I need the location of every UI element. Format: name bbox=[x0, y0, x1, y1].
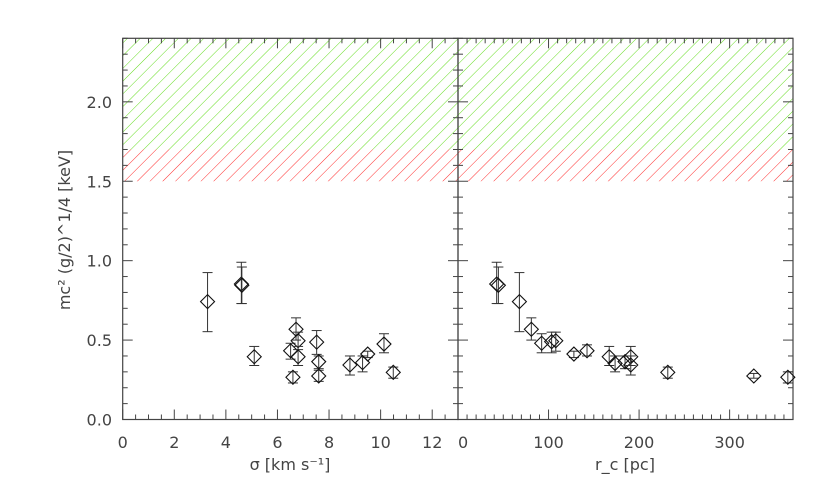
data-point bbox=[285, 369, 301, 386]
y-tick-label: 2.0 bbox=[87, 93, 112, 112]
hatched-band bbox=[458, 149, 793, 182]
diamond-marker bbox=[234, 277, 250, 294]
data-point bbox=[622, 355, 639, 376]
data-point bbox=[490, 266, 507, 305]
x-tick-label: 8 bbox=[324, 433, 334, 452]
diamond-marker bbox=[385, 364, 402, 381]
data-point bbox=[199, 272, 216, 333]
hatched-band bbox=[122, 38, 458, 150]
data-point bbox=[607, 355, 623, 373]
x-tick-label: 0 bbox=[458, 433, 468, 452]
data-point bbox=[523, 317, 540, 341]
data-point bbox=[359, 346, 376, 362]
x-axis-label-left: σ [km s⁻¹] bbox=[250, 455, 331, 474]
diamond-marker bbox=[359, 346, 376, 362]
diamond-marker bbox=[543, 333, 560, 350]
hatched-band bbox=[122, 149, 458, 182]
x-tick-label: 200 bbox=[624, 433, 655, 452]
data-point bbox=[246, 345, 263, 366]
x-tick-label: 10 bbox=[370, 433, 390, 452]
diamond-marker bbox=[290, 332, 306, 349]
diamond-marker bbox=[533, 335, 550, 352]
data-point bbox=[308, 330, 325, 355]
x-tick-label: 6 bbox=[272, 433, 282, 452]
diamond-marker bbox=[660, 364, 676, 381]
x-tick-label: 300 bbox=[714, 433, 745, 452]
data-point bbox=[290, 345, 306, 366]
data-point bbox=[310, 368, 327, 384]
diamond-marker bbox=[566, 346, 582, 362]
diamond-marker bbox=[310, 368, 327, 384]
data-point bbox=[488, 261, 505, 305]
panel-left: 0 2 4 6 8 10 12 0.0 0.5 1.0 1.5 2.0 bbox=[87, 37, 459, 452]
diamond-marker bbox=[288, 321, 304, 338]
diamond-marker bbox=[376, 336, 392, 352]
diamond-marker bbox=[354, 354, 371, 371]
diamond-marker bbox=[310, 353, 327, 370]
data-point bbox=[579, 342, 595, 359]
diamond-marker bbox=[607, 355, 623, 372]
diamond-marker bbox=[490, 277, 507, 294]
diamond-marker bbox=[511, 293, 528, 310]
diamond-marker bbox=[622, 348, 639, 365]
data-point bbox=[533, 333, 550, 354]
hatched-band bbox=[458, 38, 793, 150]
data-point bbox=[566, 346, 582, 362]
y-axis-label: mc² (g/2)^1/4 [keV] bbox=[55, 150, 74, 310]
diamond-marker bbox=[308, 334, 325, 350]
data-point bbox=[548, 331, 564, 352]
data-point bbox=[780, 369, 796, 386]
data-point bbox=[660, 364, 676, 381]
data-point bbox=[310, 353, 327, 370]
x-axis-label-right: r_c [pc] bbox=[595, 455, 655, 475]
diamond-marker bbox=[285, 369, 301, 386]
diamond-marker bbox=[246, 348, 263, 365]
data-point bbox=[746, 368, 762, 384]
data-point bbox=[342, 355, 358, 376]
y-tick-label: 0.0 bbox=[87, 411, 112, 430]
x-tick-label: 12 bbox=[422, 433, 442, 452]
y-tick-label: 1.5 bbox=[87, 172, 112, 191]
diamond-marker bbox=[746, 368, 762, 384]
diamond-marker bbox=[548, 332, 564, 349]
diamond-marker bbox=[579, 342, 595, 359]
y-tick-label: 1.0 bbox=[87, 252, 112, 271]
data-point bbox=[385, 364, 402, 381]
data-point bbox=[543, 331, 560, 354]
diamond-marker bbox=[780, 369, 796, 386]
diamond-marker bbox=[617, 353, 633, 370]
diamond-marker bbox=[199, 293, 216, 310]
data-point bbox=[511, 272, 528, 333]
diamond-marker bbox=[523, 321, 540, 338]
diamond-marker bbox=[290, 348, 306, 365]
diamond-marker bbox=[601, 348, 617, 365]
data-point bbox=[376, 333, 392, 354]
x-tick-label: 4 bbox=[221, 433, 231, 452]
x-tick-label: 0 bbox=[118, 433, 128, 452]
data-point bbox=[234, 266, 250, 305]
x-tick-label: 2 bbox=[169, 433, 179, 452]
panel-right: 0 100 200 300 bbox=[457, 37, 796, 452]
data-point bbox=[354, 354, 371, 373]
y-tick-label: 0.5 bbox=[87, 331, 112, 350]
diamond-marker bbox=[622, 357, 639, 373]
data-point bbox=[601, 345, 617, 366]
x-tick-label: 100 bbox=[533, 433, 564, 452]
diamond-marker bbox=[342, 357, 358, 373]
